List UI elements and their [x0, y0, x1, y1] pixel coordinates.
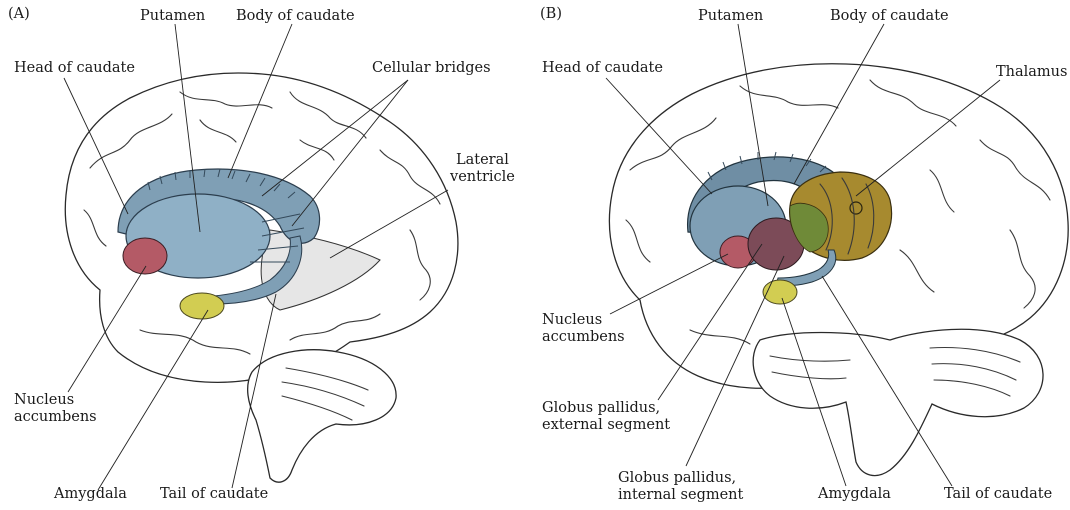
panel-a-label-nucleus-accumbens-line2: accumbens	[14, 409, 97, 426]
panel-b-label-gp-internal: Globus pallidus, internal segment	[618, 470, 743, 504]
panel-a-illustration	[64, 24, 458, 490]
panel-a-label-putamen: Putamen	[140, 8, 205, 25]
panel-a-label-body-of-caudate: Body of caudate	[236, 8, 355, 25]
panel-b-label-nucleus-accumbens-line2: accumbens	[542, 329, 625, 346]
panel-b-label-gp-external: Globus pallidus, external segment	[542, 400, 670, 434]
panel-a-label-cellular-bridges: Cellular bridges	[372, 60, 491, 77]
panel-a-label-lateral-ventricle-line1: Lateral	[450, 152, 515, 169]
panel-b-label-gp-external-line2: external segment	[542, 417, 670, 434]
panel-b-label-nucleus-accumbens: Nucleus accumbens	[542, 312, 625, 346]
panel-a-label-nucleus-accumbens: Nucleus accumbens	[14, 392, 97, 426]
panel-b-label-head-of-caudate: Head of caudate	[542, 60, 663, 77]
panel-b-illustration	[606, 24, 1068, 486]
panel-b-brainstem	[753, 329, 1043, 475]
panel-a-label-lateral-ventricle: Lateral ventricle	[450, 152, 515, 186]
panel-b-label-gp-internal-line1: Globus pallidus,	[618, 470, 743, 487]
panel-a-label-head-of-caudate: Head of caudate	[14, 60, 135, 77]
panel-b-label-putamen: Putamen	[698, 8, 763, 25]
panel-a-nucleus-accumbens	[123, 238, 167, 274]
panel-a-amygdala	[180, 293, 224, 319]
panel-b-label-gp-internal-line2: internal segment	[618, 487, 743, 504]
panel-b-amygdala	[763, 280, 797, 304]
panel-a-label-nucleus-accumbens-line1: Nucleus	[14, 392, 97, 409]
panel-b-label-body-of-caudate: Body of caudate	[830, 8, 949, 25]
panel-a-label-lateral-ventricle-line2: ventricle	[450, 169, 515, 186]
panel-b-label-tail-of-caudate: Tail of caudate	[944, 486, 1052, 503]
panel-a-label-amygdala: Amygdala	[54, 486, 127, 503]
panel-a-cerebellum	[248, 350, 396, 482]
panel-b-label-gp-external-line1: Globus pallidus,	[542, 400, 670, 417]
panel-b-label-thalamus: Thalamus	[996, 64, 1067, 81]
panel-b-label-nucleus-accumbens-line1: Nucleus	[542, 312, 625, 329]
panel-b-label-amygdala: Amygdala	[818, 486, 891, 503]
panel-a-tag: (A)	[8, 6, 30, 23]
panel-a-label-tail-of-caudate: Tail of caudate	[160, 486, 268, 503]
panel-b-tag: (B)	[540, 6, 562, 23]
